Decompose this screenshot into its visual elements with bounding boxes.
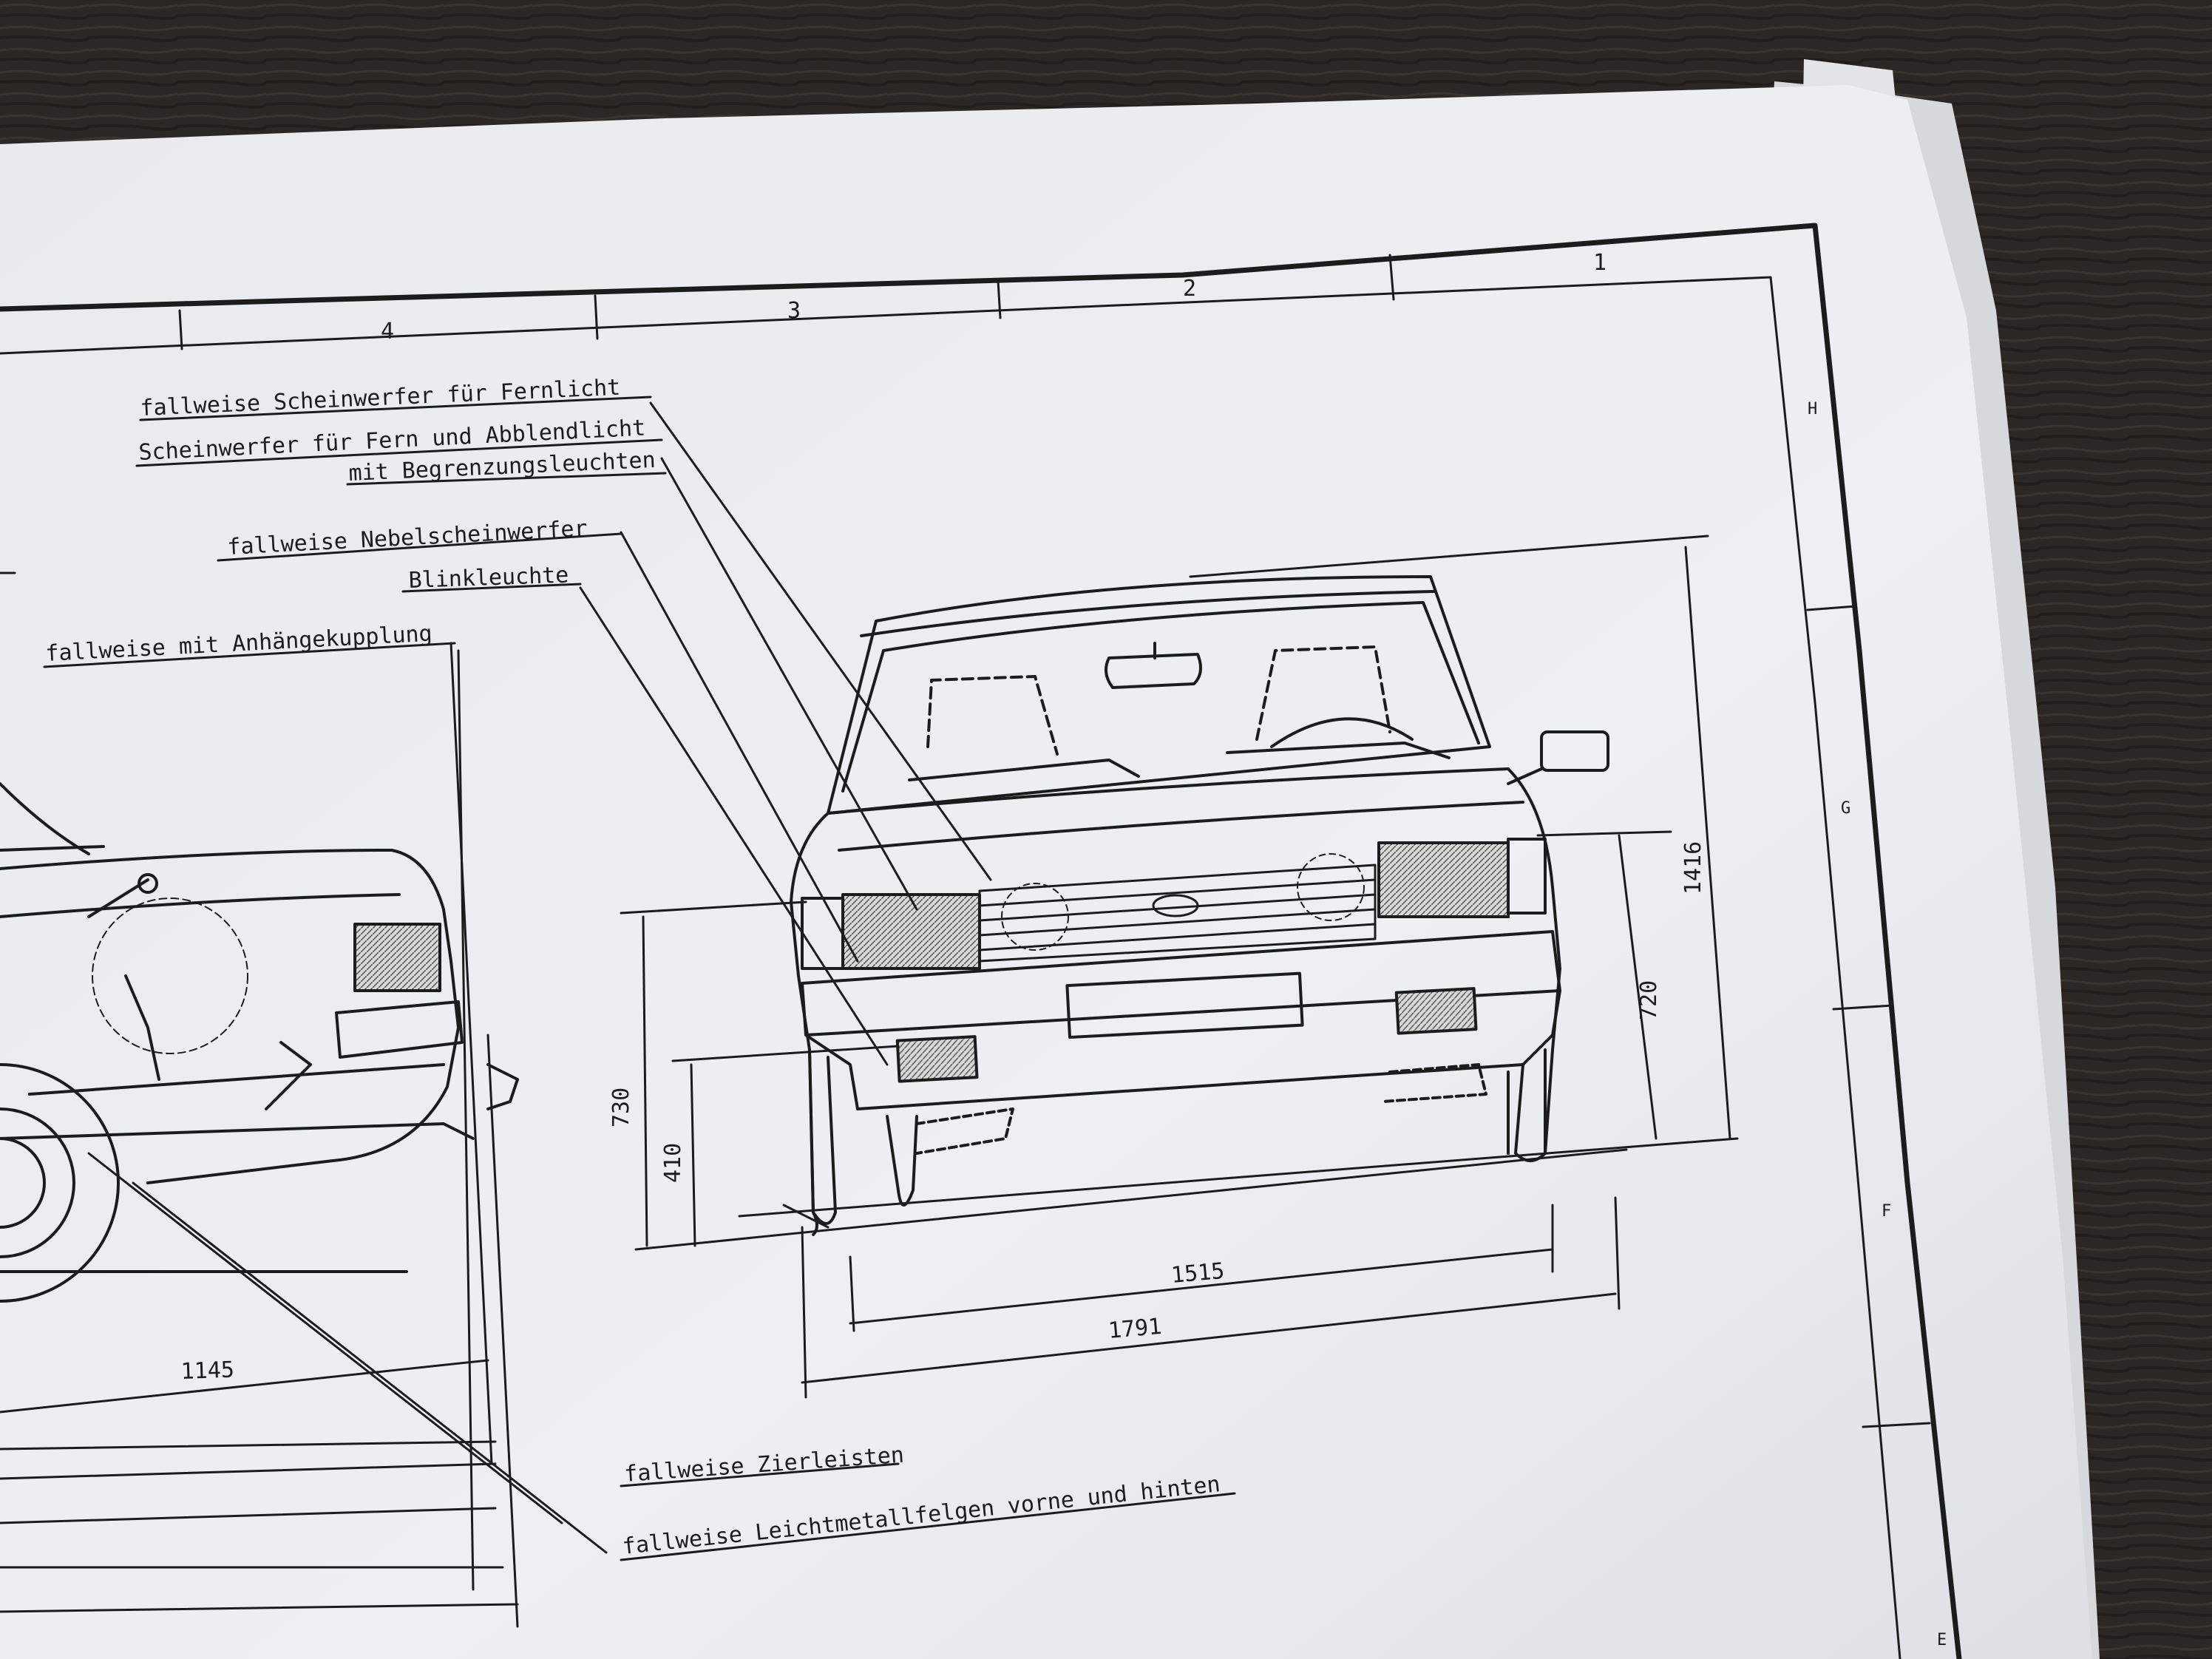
label-underlines — [0, 396, 1236, 1561]
dim-1416: 1416 — [1680, 841, 1706, 895]
dimension-lines — [449, 401, 1739, 1465]
dim-720: 720 — [1636, 980, 1662, 1020]
grid-row-h: H — [1808, 400, 1817, 418]
grille — [978, 864, 1377, 963]
drawing-frame-outer — [0, 223, 1962, 1659]
grid-row-e: E — [1937, 1631, 1947, 1649]
grid-col-1: 1 — [1593, 250, 1607, 276]
grid-references: 4 3 2 1 H G F E — [381, 250, 1947, 1649]
dim-410: 410 — [660, 1143, 686, 1183]
car-side-view — [0, 649, 608, 1628]
grid-row-f: F — [1882, 1202, 1891, 1221]
paper-sheet — [0, 85, 2092, 1659]
dim-1791: 1791 — [1107, 1314, 1163, 1344]
dim-1515: 1515 — [1170, 1258, 1226, 1289]
dim-730: 730 — [608, 1088, 634, 1127]
grid-col-2: 2 — [1183, 276, 1196, 302]
dim-1145: 1145 — [180, 1357, 234, 1385]
label-blink: Blinkleuchte — [408, 562, 569, 594]
technical-drawing — [0, 223, 1962, 1659]
grid-col-4: 4 — [381, 319, 394, 345]
grid-col-3: 3 — [787, 298, 801, 324]
drawing-frame-inner — [0, 276, 1901, 1659]
dimension-values: 1416 720 730 410 1515 1791 1145 — [180, 841, 1706, 1385]
grid-row-g: G — [1841, 799, 1850, 818]
car-front-view — [790, 575, 1609, 1236]
